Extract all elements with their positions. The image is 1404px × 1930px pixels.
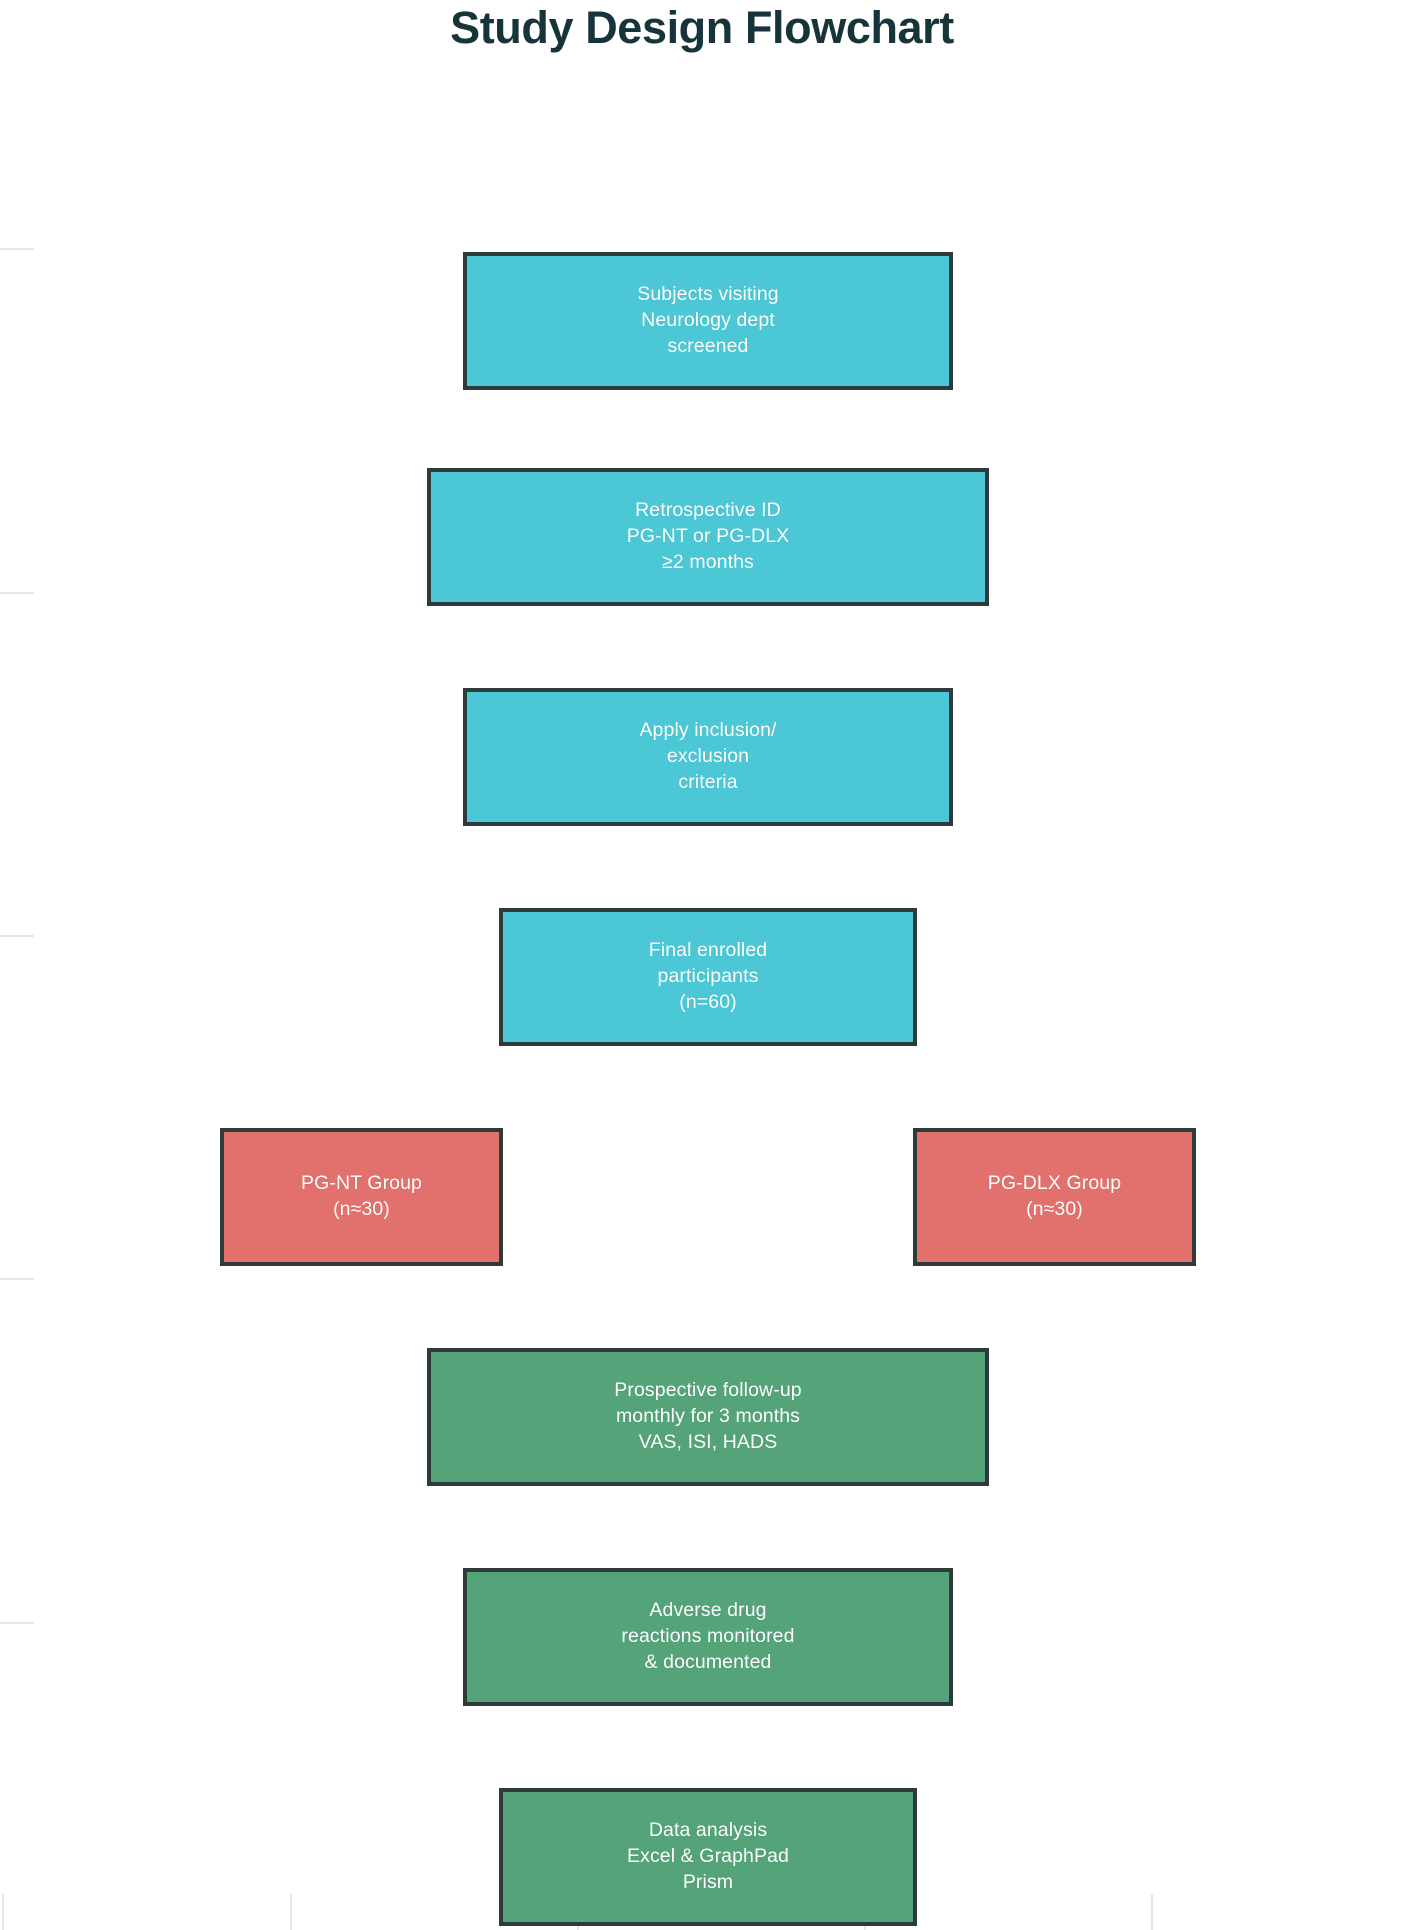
flow-node-data-analysis[interactable]: Data analysis Excel & GraphPad Prism [499,1788,917,1926]
page-title: Study Design Flowchart [450,2,954,53]
flow-node-screening[interactable]: Subjects visiting Neurology dept screene… [463,252,953,390]
axis-tick-left [0,248,34,250]
flow-node-label: PG-DLX Group (n≈30) [987,1172,1122,1220]
flow-node-label: PG-NT Group (n≈30) [300,1172,423,1220]
flow-node-final-enrolled[interactable]: Final enrolled participants (n=60) [499,908,917,1046]
flow-node-label: Apply inclusion/ exclusion criteria [639,719,777,793]
flow-node-pg-nt-group[interactable]: PG-NT Group (n≈30) [220,1128,503,1266]
axis-tick-left [0,592,34,594]
flow-node-retrospective-id[interactable]: Retrospective ID PG-NT or PG-DLX ≥2 mont… [427,468,989,606]
flow-node-label: Final enrolled participants (n=60) [648,939,768,1013]
axis-tick-left [0,935,34,937]
axis-tick-bottom [290,1894,292,1930]
flow-node-adverse-drug-reactions[interactable]: Adverse drug reactions monitored & docum… [463,1568,953,1706]
axis-tick-left [0,1278,34,1280]
flow-node-inclusion-exclusion[interactable]: Apply inclusion/ exclusion criteria [463,688,953,826]
flow-node-label: Subjects visiting Neurology dept screene… [637,283,779,357]
axis-tick-bottom [1151,1894,1153,1930]
flow-node-label: Retrospective ID PG-NT or PG-DLX ≥2 mont… [626,499,790,573]
flow-node-pg-dlx-group[interactable]: PG-DLX Group (n≈30) [913,1128,1196,1266]
flow-node-label: Adverse drug reactions monitored & docum… [621,1599,795,1673]
flow-node-label: Data analysis Excel & GraphPad Prism [626,1819,790,1893]
axis-tick-bottom [2,1894,4,1930]
flow-node-label: Prospective follow-up monthly for 3 mont… [614,1379,802,1453]
axis-tick-left [0,1622,34,1624]
flow-node-prospective-followup[interactable]: Prospective follow-up monthly for 3 mont… [427,1348,989,1486]
